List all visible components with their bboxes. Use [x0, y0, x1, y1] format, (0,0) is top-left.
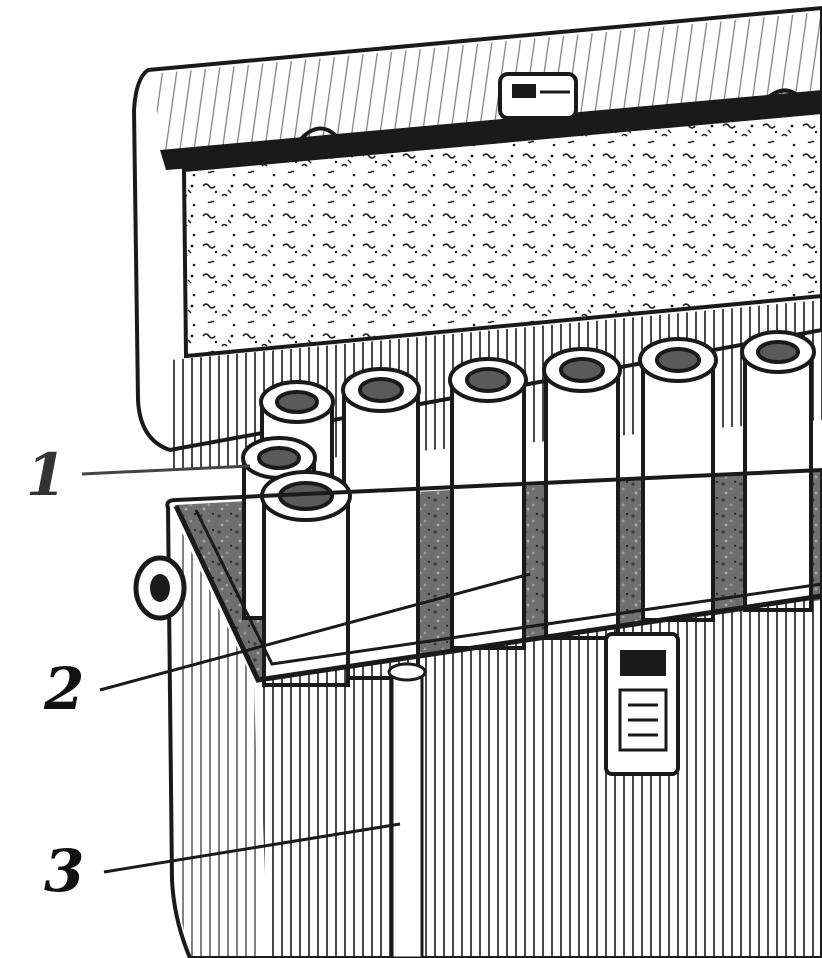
tube — [638, 337, 718, 622]
lid-padding — [181, 109, 822, 359]
lid-latch — [498, 72, 578, 120]
leader-line-3 — [103, 822, 401, 874]
box-body — [133, 467, 822, 958]
side-handle — [133, 555, 187, 621]
callout-label-2: 2 — [44, 655, 85, 723]
callout-label-1: 1 — [26, 441, 67, 509]
tube — [448, 357, 528, 650]
tube — [260, 470, 352, 687]
callout-label-3: 3 — [44, 837, 85, 905]
tube — [542, 347, 622, 640]
tubes — [241, 330, 816, 687]
tube — [341, 367, 421, 680]
box-latch — [604, 632, 680, 776]
leader-line-2 — [99, 572, 531, 692]
leader-line-1 — [81, 464, 251, 476]
